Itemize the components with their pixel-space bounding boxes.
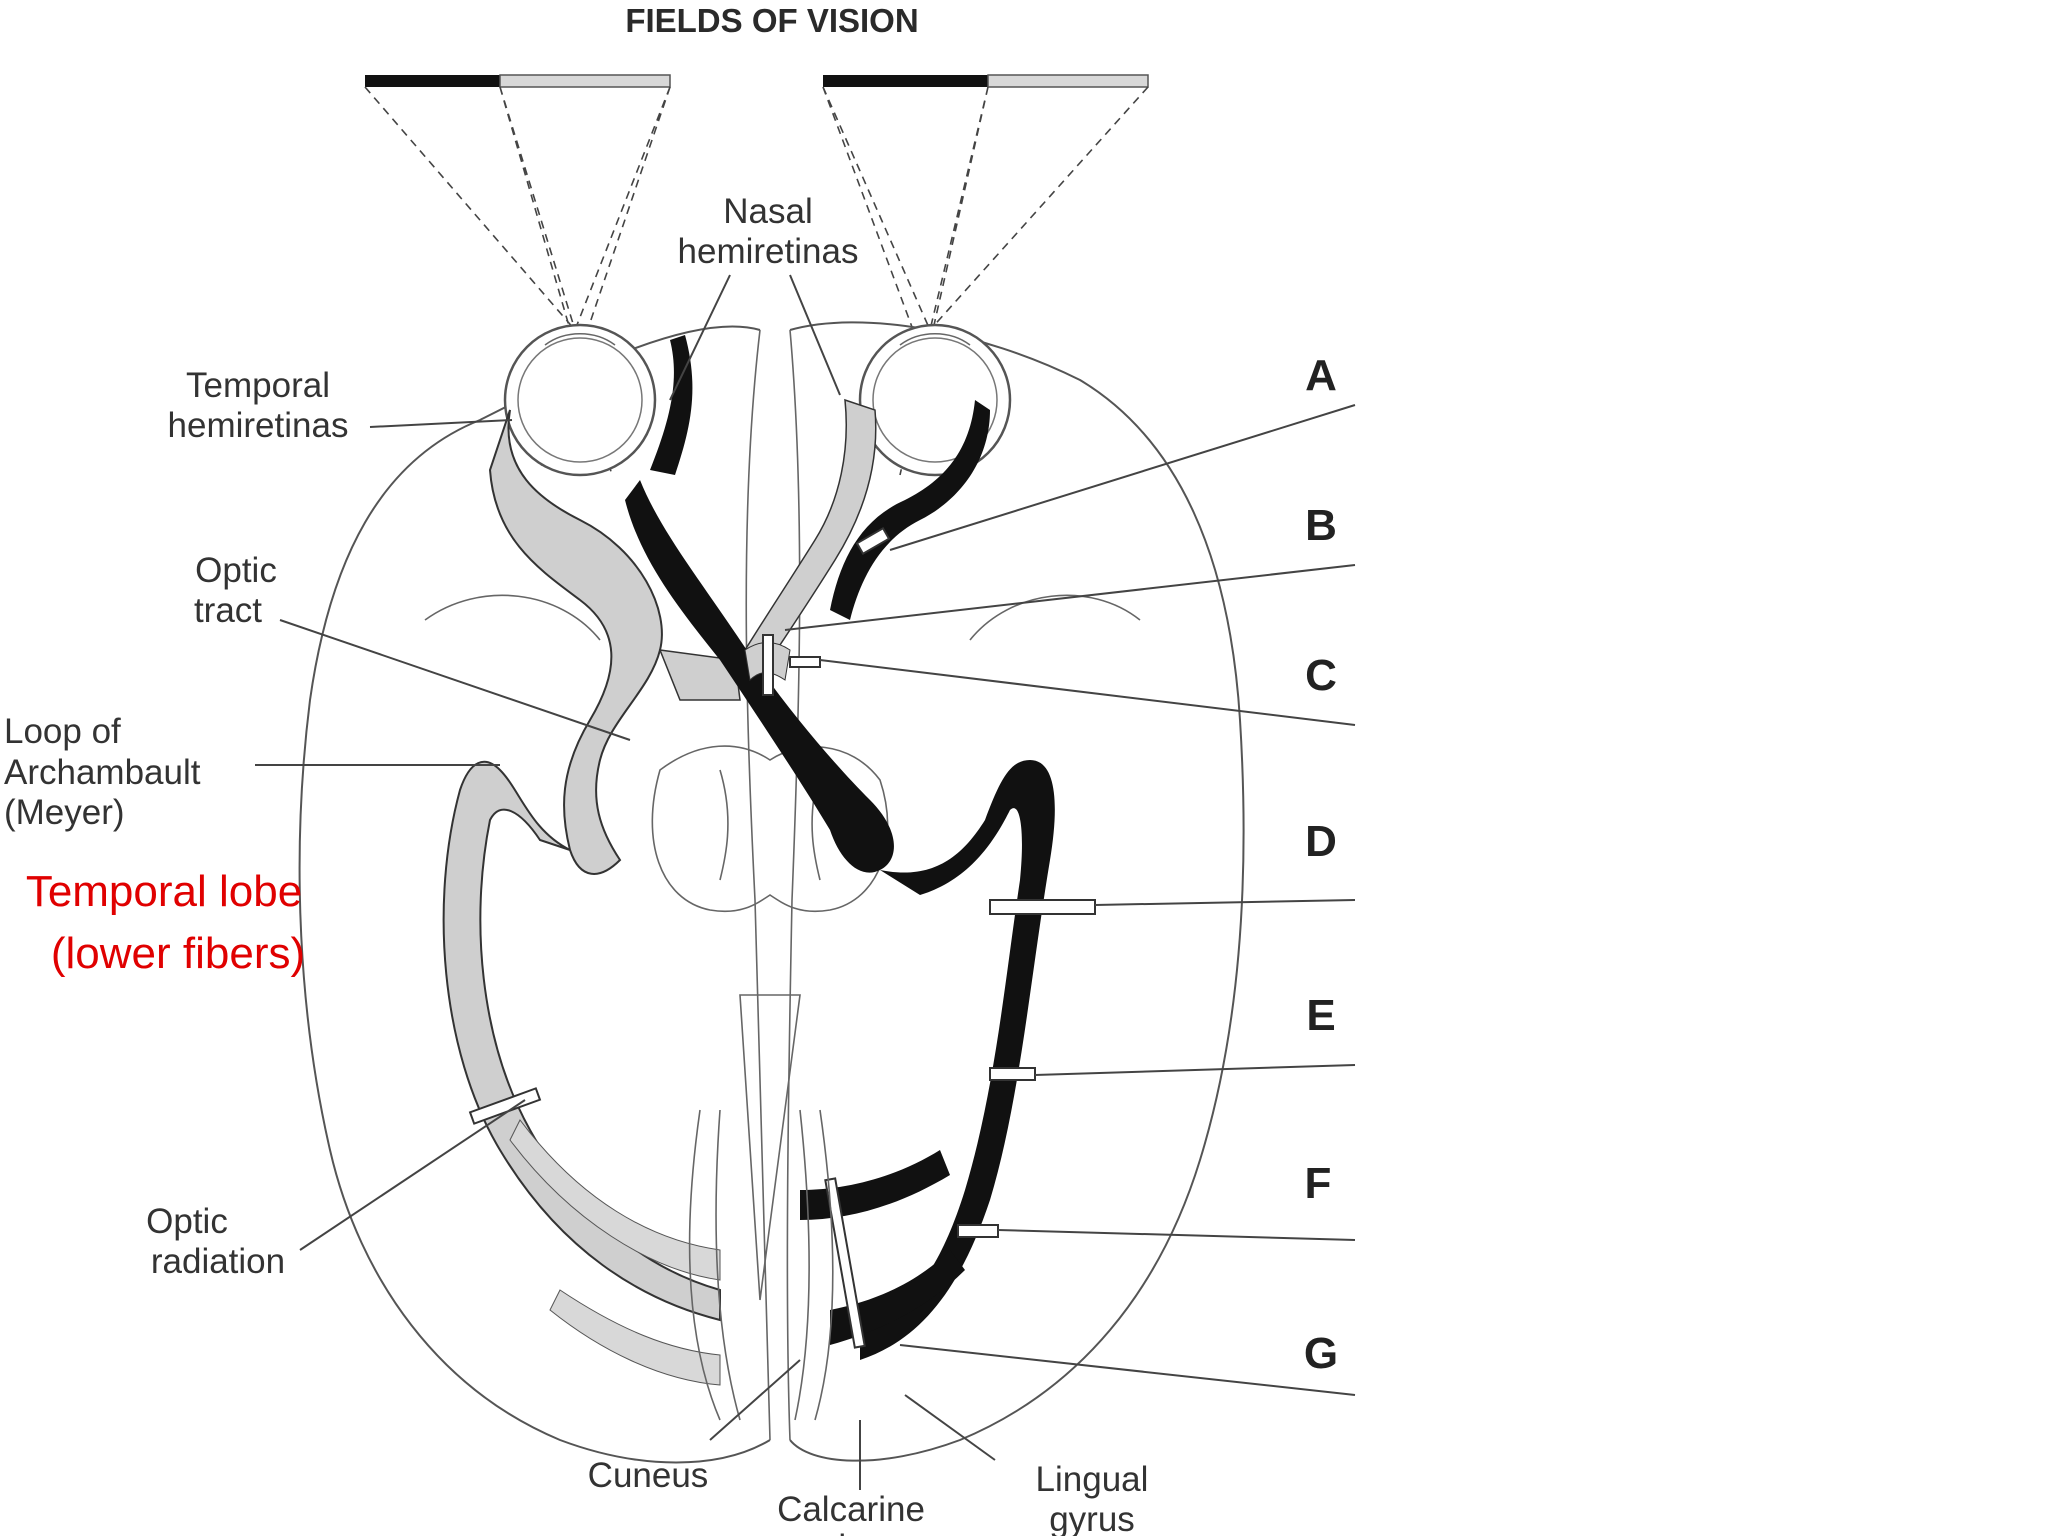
visual-field-left bbox=[364, 74, 671, 476]
optic-tract-label-1: Optic bbox=[195, 551, 277, 590]
visual-field-right bbox=[822, 74, 1149, 476]
right-eye bbox=[858, 323, 1012, 477]
annotation-line-1: Temporal lobe bbox=[26, 867, 302, 916]
cuneus-label: Cuneus bbox=[588, 1456, 709, 1495]
optic-radiation-label-1: Optic bbox=[146, 1202, 228, 1241]
left-eye bbox=[503, 323, 657, 477]
lesion-letter-c: C bbox=[1305, 651, 1337, 700]
leader-lines bbox=[255, 274, 1356, 1490]
lesion-letter-g: G bbox=[1304, 1329, 1338, 1378]
occipital-lines bbox=[688, 1109, 834, 1421]
lesion-letter-a: A bbox=[1305, 351, 1337, 400]
optic-radiation-label-2: radiation bbox=[151, 1242, 285, 1281]
loop-label-1: Loop of bbox=[4, 712, 121, 751]
diagram-title: FIELDS OF VISION bbox=[625, 2, 918, 39]
light-pathway bbox=[442, 398, 877, 1386]
calcarine-sulcus-label-1: Calcarine bbox=[777, 1490, 925, 1529]
calcarine-sulcus-label-2: sulcus bbox=[801, 1528, 900, 1536]
optic-tract-label-2: tract bbox=[194, 591, 262, 630]
nasal-hemiretinas-label-1: Nasal bbox=[723, 192, 812, 231]
lingual-gyrus-label-2: gyrus bbox=[1049, 1500, 1135, 1536]
temporal-hemiretinas-label-2: hemiretinas bbox=[168, 406, 349, 445]
annotation-line-2: (lower fibers) bbox=[51, 929, 305, 978]
brainstem bbox=[651, 745, 889, 1301]
lesion-letter-b: B bbox=[1305, 501, 1337, 550]
lesion-letter-e: E bbox=[1306, 991, 1335, 1040]
lesion-letter-d: D bbox=[1305, 817, 1337, 866]
temporal-hemiretinas-label-1: Temporal bbox=[186, 366, 330, 405]
brain-outline bbox=[298, 321, 1245, 1464]
lingual-gyrus-label-1: Lingual bbox=[1036, 1460, 1149, 1499]
nasal-hemiretinas-label-2: hemiretinas bbox=[678, 232, 859, 271]
lesion-markers bbox=[468, 526, 1096, 1349]
loop-label-2: Archambault bbox=[4, 753, 201, 792]
lesion-letter-f: F bbox=[1305, 1159, 1332, 1208]
loop-label-3: (Meyer) bbox=[4, 793, 125, 832]
